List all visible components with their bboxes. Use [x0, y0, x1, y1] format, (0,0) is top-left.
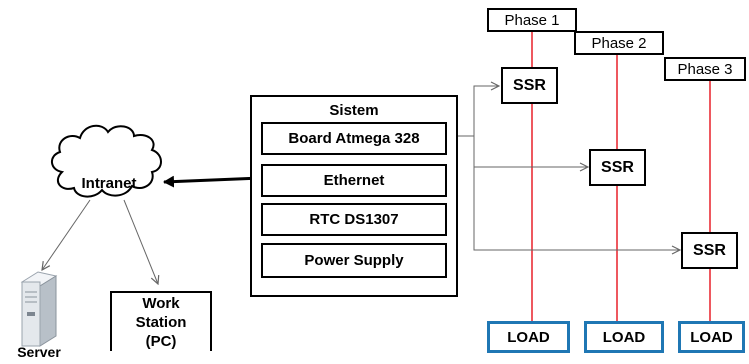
intranet-label: Intranet	[81, 175, 137, 192]
module-ethernet: Ethernet	[261, 164, 447, 197]
phase-2-label: Phase 2	[574, 31, 664, 55]
board-ssr3-link	[473, 167, 680, 250]
workstation-box: Work Station (PC)	[110, 291, 212, 351]
module-board-atmega: Board Atmega 328	[261, 122, 447, 155]
load-2: LOAD	[584, 321, 664, 353]
ssr-2: SSR	[589, 149, 646, 186]
workstation-label-line1: Work	[142, 294, 180, 312]
board-ssr2-link	[473, 136, 588, 167]
phase-3-label: Phase 3	[664, 57, 746, 81]
workstation-label-line3: (PC)	[145, 332, 177, 350]
server-tower-icon	[20, 271, 58, 347]
module-rtc: RTC DS1307	[261, 203, 447, 236]
ssr-1: SSR	[501, 67, 558, 104]
intranet-system-link	[163, 172, 263, 188]
system-title: Sistem	[329, 102, 379, 119]
phase-1-label: Phase 1	[487, 8, 577, 32]
load-1: LOAD	[487, 321, 570, 353]
module-power-supply: Power Supply	[261, 243, 447, 278]
board-ssr1-link	[448, 86, 499, 137]
ssr-3: SSR	[681, 232, 738, 269]
intranet-cloud-icon	[51, 124, 162, 198]
load-3: LOAD	[678, 321, 745, 353]
workstation-label-line2: Station	[135, 313, 187, 331]
intranet-workstation-link	[123, 199, 158, 284]
intranet-server-link	[42, 199, 91, 270]
server-label: Server	[17, 344, 61, 360]
